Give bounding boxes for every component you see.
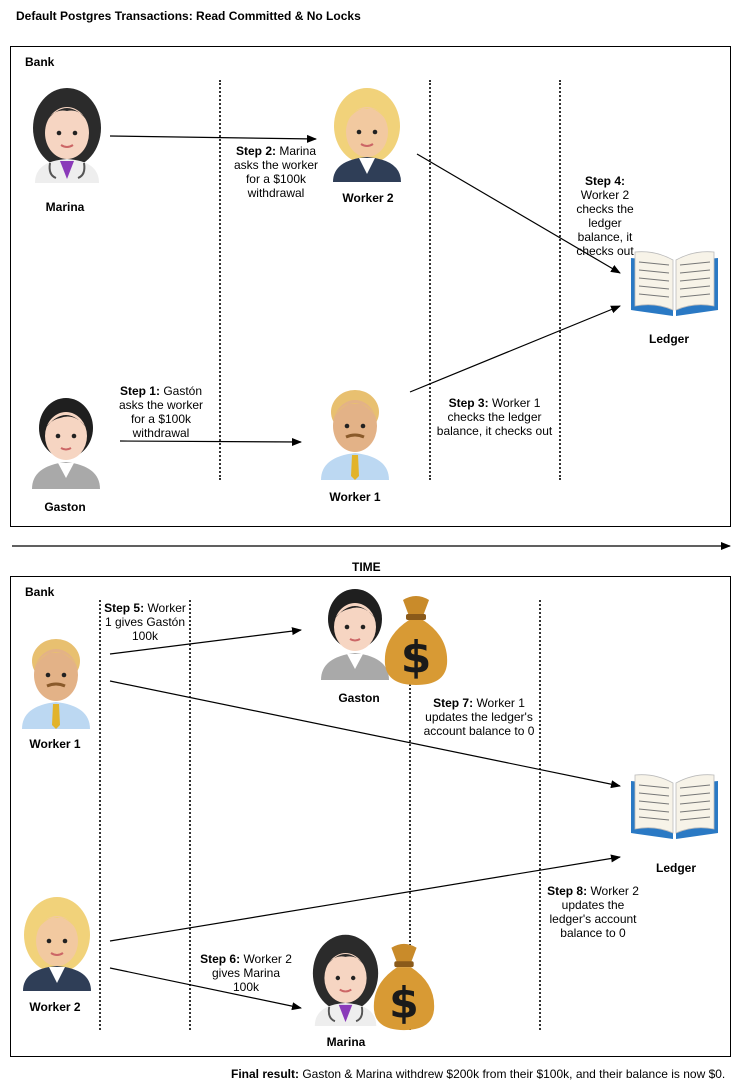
step-7-text: Step 7: Worker 1 updates the ledger's ac… [423, 696, 535, 738]
diagram-title: Default Postgres Transactions: Read Comm… [16, 9, 361, 23]
step-8-text: Step 8: Worker 2 updates the ledger's ac… [547, 884, 639, 940]
final-result-text: Final result: Gaston & Marina withdrew $… [231, 1067, 726, 1081]
worker1-label: Worker 1 [29, 737, 81, 751]
person-icon [321, 589, 389, 680]
step-3-text: Step 3: Worker 1 checks the ledger balan… [436, 396, 553, 438]
worker2-label: Worker 2 [342, 191, 394, 205]
blond-man-worker-icon [321, 390, 389, 480]
bottom-bank-label: Bank [25, 585, 55, 599]
ledger-label: Ledger [655, 861, 696, 875]
arrow-gaston-to-worker1 [119, 437, 302, 446]
marina-label: Marina [326, 1035, 366, 1049]
timeline-divider [559, 80, 561, 480]
time-axis-label: TIME [352, 560, 381, 574]
money-bag-icon: $ [373, 943, 435, 1031]
ledger-label: Ledger [648, 332, 689, 346]
step-5-text: Step 5: Worker 1 gives Gastón 100k [104, 601, 186, 643]
top-bank-label: Bank [25, 55, 55, 69]
worker2-label: Worker 2 [29, 1000, 81, 1014]
step-1-text: Step 1: Gastón asks the worker for a $10… [118, 384, 204, 440]
timeline-divider [539, 600, 541, 1030]
svg-text:$: $ [401, 632, 432, 683]
open-book-icon [631, 251, 718, 316]
gaston-label: Gaston [338, 691, 380, 705]
arrow-marina-to-worker2 [109, 134, 317, 143]
timeline-divider [219, 80, 221, 480]
arrow-worker2-to-ledger [416, 153, 621, 274]
arrow-worker2-to-marina [109, 967, 302, 1011]
timeline-divider [99, 600, 101, 1030]
blond-woman-worker-icon [23, 897, 91, 991]
svg-text:$: $ [389, 978, 419, 1028]
marina-label: Marina [45, 200, 85, 214]
timeline-divider [409, 600, 411, 1030]
bottom-bank-panel [10, 576, 731, 1057]
arrow-worker1-to-ledger [109, 680, 621, 789]
timeline-divider [189, 600, 191, 1030]
open-book-icon [631, 774, 718, 839]
woman-health-worker-icon [312, 934, 379, 1026]
arrow-worker1-to-ledger [409, 305, 621, 393]
step-6-text: Step 6: Worker 2 gives Marina 100k [200, 952, 292, 994]
timeline-divider [429, 80, 431, 480]
gaston-label: Gaston [44, 500, 86, 514]
arrow-worker2-to-ledger [109, 854, 621, 942]
person-icon [32, 398, 100, 489]
top-bank-panel [10, 46, 731, 527]
money-bag-icon: $ [384, 596, 448, 685]
blond-woman-worker-icon [333, 88, 401, 182]
worker1-label: Worker 1 [329, 490, 381, 504]
arrow-worker1-to-gaston [109, 627, 302, 655]
step-2-text: Step 2: Marina asks the worker for a $10… [233, 144, 319, 200]
step-4-text: Step 4: Worker 2 checks the ledger balan… [576, 174, 634, 258]
woman-health-worker-icon [33, 88, 101, 183]
blond-man-worker-icon [22, 639, 90, 729]
